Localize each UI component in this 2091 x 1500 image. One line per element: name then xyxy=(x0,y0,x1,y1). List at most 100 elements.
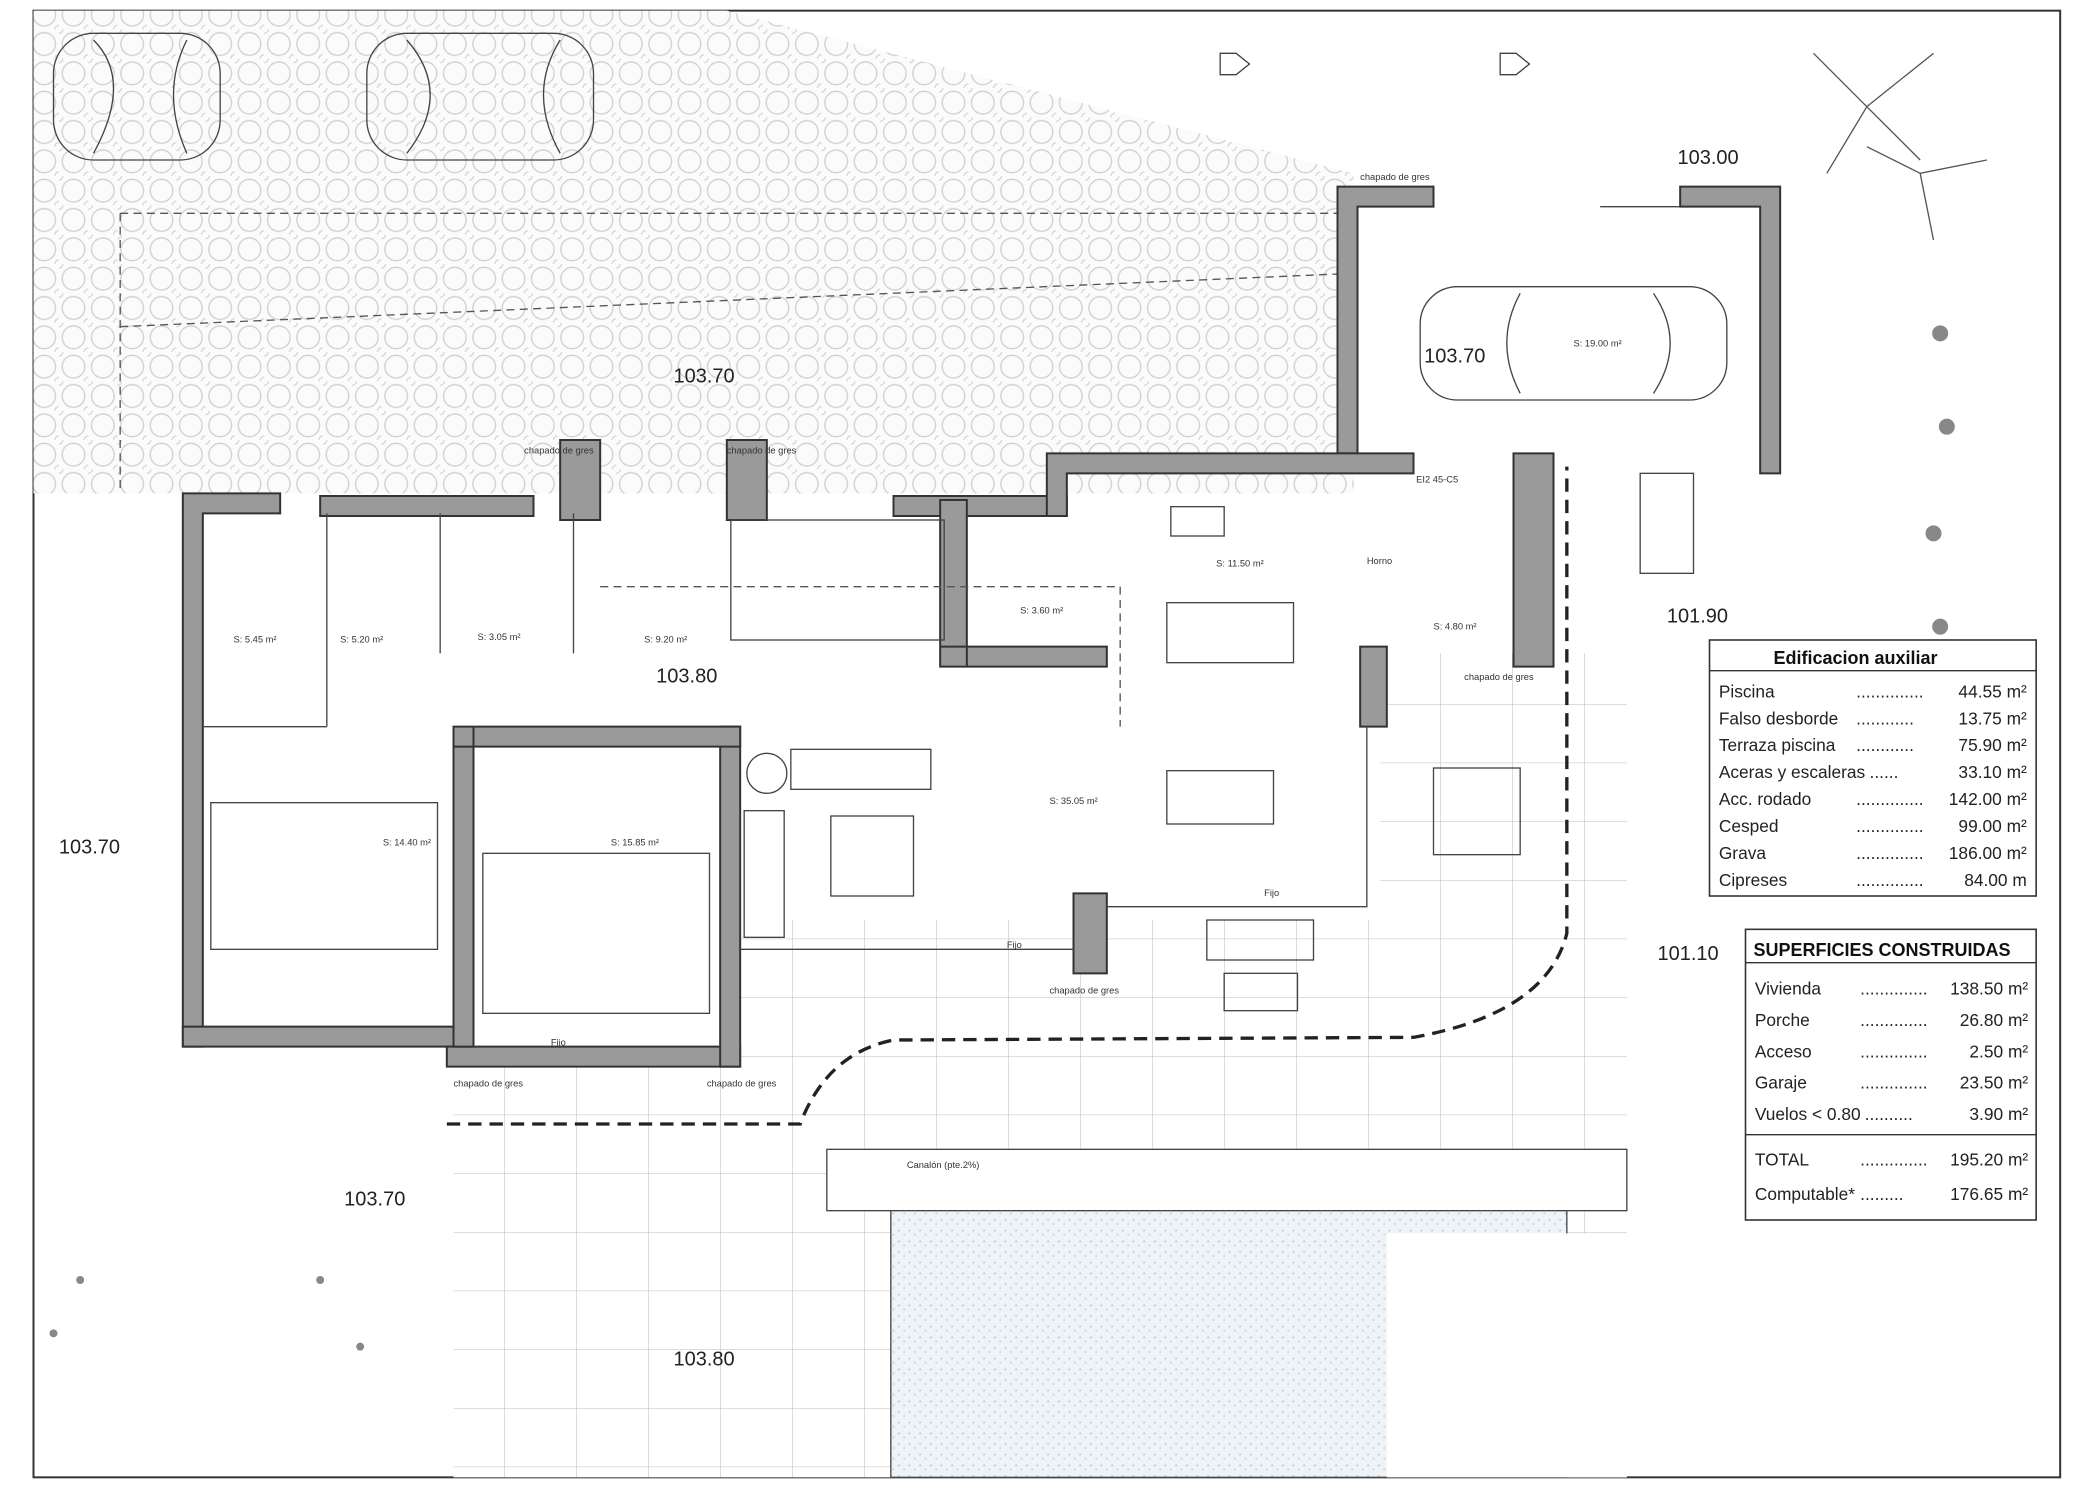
elevation-label: 103.80 xyxy=(674,1348,735,1370)
room-area: S: 35.05 m² xyxy=(1050,796,1098,806)
table-dots: .............. xyxy=(1856,843,1923,863)
lamp-icon xyxy=(746,752,788,794)
sofa-icon xyxy=(790,748,932,790)
table-value: 84.00 m xyxy=(1964,870,2027,890)
house-walls xyxy=(181,439,1555,1068)
table-dots: ............ xyxy=(1856,735,1914,755)
table-value: 186.00 m² xyxy=(1949,843,2027,863)
garage xyxy=(1336,185,1782,475)
note-label: EI2 45-C5 xyxy=(1416,475,1458,485)
table-value: 44.55 m² xyxy=(1958,681,2027,701)
table-label: Cesped xyxy=(1719,816,1779,836)
room-area: S: 14.40 m² xyxy=(383,837,431,847)
note-label: Horno xyxy=(1367,556,1392,566)
furniture xyxy=(210,472,1695,1014)
table-dots: .............. xyxy=(1860,1041,1927,1061)
table-value: 138.50 m² xyxy=(1950,979,2028,999)
table-dots: ............ xyxy=(1856,708,1914,728)
table-label: Falso desborde xyxy=(1719,708,1838,728)
room-area: S: 3.05 m² xyxy=(478,632,521,642)
elevation-label: 101.90 xyxy=(1667,606,1728,628)
table-dots: .......... xyxy=(1865,1104,1913,1124)
table-label: Terraza piscina xyxy=(1719,735,1836,755)
staircase-icon xyxy=(730,519,945,641)
overhang-outline xyxy=(446,466,1569,1126)
table-value: 2.50 m² xyxy=(1969,1041,2028,1061)
coffee-table-icon xyxy=(830,815,915,897)
table-dots: .............. xyxy=(1860,1073,1927,1093)
table-label: Acceso xyxy=(1755,1041,1812,1061)
car-icon xyxy=(52,32,221,161)
kitchen-island xyxy=(1166,602,1295,664)
stairs-icon xyxy=(1639,472,1695,574)
dining-table xyxy=(1166,769,1275,825)
table-value: 142.00 m² xyxy=(1949,789,2027,809)
outdoor-sofa-icon xyxy=(1206,919,1315,961)
table-dots: ...... xyxy=(1870,762,1899,782)
note-label: Canalón (pte.2%) xyxy=(907,1160,980,1170)
table-title: SUPERFICIES CONSTRUIDAS xyxy=(1754,940,2011,960)
auxiliary-areas-table: Edificacion auxiliar Piscina............… xyxy=(1708,639,2037,897)
table-label: TOTAL xyxy=(1755,1149,1810,1169)
outdoor-table xyxy=(1432,767,1521,856)
room-area: S: 5.20 m² xyxy=(340,635,383,645)
table-dots: .............. xyxy=(1860,1149,1927,1169)
shrub-icon xyxy=(49,325,1955,1351)
note-label: chapado de gres xyxy=(1360,172,1430,182)
note-label: chapado de gres xyxy=(524,445,594,455)
table-label: Acc. rodado xyxy=(1719,789,1811,809)
table-label: Grava xyxy=(1719,843,1767,863)
table-value: 23.50 m² xyxy=(1960,1073,2029,1093)
note-label: chapado de gres xyxy=(1464,672,1534,682)
note-label: Fijo xyxy=(1264,888,1279,898)
elevation-label: 103.00 xyxy=(1678,147,1739,169)
room-area: S: 9.20 m² xyxy=(644,635,687,645)
note-label: chapado de gres xyxy=(454,1079,524,1089)
elevation-label: 103.70 xyxy=(674,366,735,388)
elevation-label: 103.70 xyxy=(1424,346,1485,368)
table-value: 13.75 m² xyxy=(1958,708,2027,728)
table-label: Piscina xyxy=(1719,681,1775,701)
bed-icon xyxy=(482,852,711,1014)
table-label: Vivienda xyxy=(1755,979,1822,999)
table-title: Edificacion auxiliar xyxy=(1774,648,1938,668)
table-label: Vuelos < 0.80 xyxy=(1755,1104,1861,1124)
table-value: 33.10 m² xyxy=(1958,762,2027,782)
driveway-paving xyxy=(33,10,1354,494)
elevation-label: 103.70 xyxy=(59,836,120,858)
table-value: 3.90 m² xyxy=(1969,1104,2028,1124)
table-value: 26.80 m² xyxy=(1960,1010,2029,1030)
table-dots: .............. xyxy=(1860,979,1927,999)
note-label: chapado de gres xyxy=(1050,985,1120,995)
table-dots: .............. xyxy=(1856,816,1923,836)
table-dots: ......... xyxy=(1860,1184,1903,1204)
elevation-label: 101.10 xyxy=(1658,943,1719,965)
table-label: Garaje xyxy=(1755,1073,1807,1093)
table-label: Cipreses xyxy=(1719,870,1788,890)
table-dots: .............. xyxy=(1856,870,1923,890)
note-label: Fijo xyxy=(1007,940,1022,950)
table-dots: .............. xyxy=(1856,681,1923,701)
table-value: 176.65 m² xyxy=(1950,1184,2028,1204)
note-label: chapado de gres xyxy=(727,445,797,455)
room-area: S: 19.00 m² xyxy=(1574,339,1622,349)
car-icon xyxy=(1419,286,1728,401)
table-label: Porche xyxy=(1755,1010,1810,1030)
sink-icon xyxy=(1170,505,1225,537)
room-area: S: 15.85 m² xyxy=(611,837,659,847)
car-icon xyxy=(366,32,595,161)
room-area: S: 4.80 m² xyxy=(1434,621,1477,631)
note-label: chapado de gres xyxy=(707,1079,777,1089)
table-dots: .............. xyxy=(1856,789,1923,809)
direction-arrow-icon xyxy=(1219,52,1531,76)
table-label: Aceras y escaleras xyxy=(1719,762,1866,782)
room-area: S: 5.45 m² xyxy=(234,635,277,645)
table-value: 75.90 m² xyxy=(1958,735,2027,755)
table-label: Computable* xyxy=(1755,1184,1855,1204)
table-value: 99.00 m² xyxy=(1958,816,2027,836)
table-dots: .............. xyxy=(1860,1010,1927,1030)
sofa-icon xyxy=(743,810,785,938)
table-value: 195.20 m² xyxy=(1950,1149,2028,1169)
note-label: Fijo xyxy=(551,1037,566,1047)
